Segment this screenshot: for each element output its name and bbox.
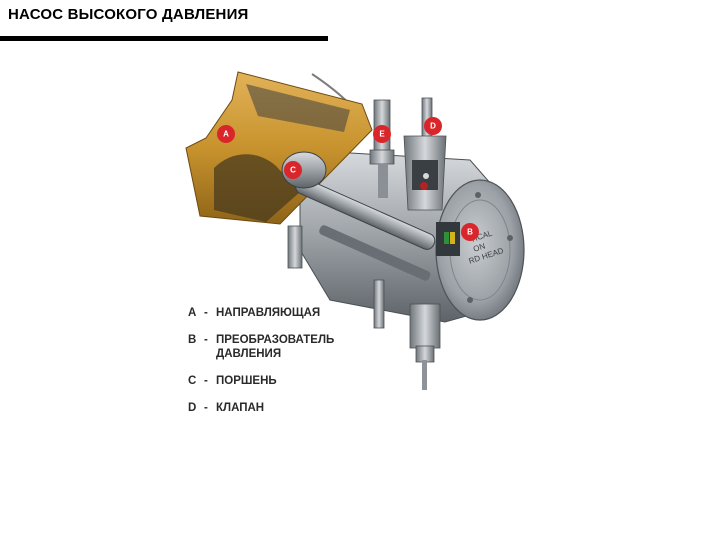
legend-separator: - xyxy=(204,306,216,320)
marker-a: A xyxy=(217,125,235,143)
legend-separator: - xyxy=(204,333,216,361)
outlet-tube xyxy=(422,360,427,390)
legend-text: ПРЕОБРАЗОВАТЕЛЬ ДАВЛЕНИЯ xyxy=(216,333,334,361)
outlet-nut xyxy=(410,304,440,348)
legend-text: КЛАПАН xyxy=(216,401,264,415)
legend-key: B xyxy=(188,333,204,361)
legend: A - НАПРАВЛЯЮЩАЯ B - ПРЕОБРАЗОВАТЕЛЬ ДАВ… xyxy=(188,306,388,428)
svg-text:A: A xyxy=(223,130,229,139)
legend-item-c: C - ПОРШЕНЬ xyxy=(188,374,388,388)
legend-item-a: A - НАПРАВЛЯЮЩАЯ xyxy=(188,306,388,320)
check-ball xyxy=(420,182,428,190)
svg-text:C: C xyxy=(290,166,296,175)
marker-b: B xyxy=(461,223,479,241)
marker-e: E xyxy=(373,125,391,143)
legend-item-d: D - КЛАПАН xyxy=(188,401,388,415)
svg-text:E: E xyxy=(379,130,385,139)
head-bolt xyxy=(467,297,473,303)
marker-d: D xyxy=(424,117,442,135)
marker-c: C xyxy=(284,161,302,179)
legend-key: A xyxy=(188,306,204,320)
legend-separator: - xyxy=(204,374,216,388)
svg-text:B: B xyxy=(467,228,473,237)
legend-text: НАПРАВЛЯЮЩАЯ xyxy=(216,306,320,320)
legend-key: D xyxy=(188,401,204,415)
head-bolt xyxy=(507,235,513,241)
svg-text:D: D xyxy=(430,122,436,131)
legend-item-b: B - ПРЕОБРАЗОВАТЕЛЬ ДАВЛЕНИЯ xyxy=(188,333,388,361)
legend-text: ПОРШЕНЬ xyxy=(216,374,277,388)
legend-key: C xyxy=(188,374,204,388)
legend-separator: - xyxy=(204,401,216,415)
head-bolt xyxy=(475,192,481,198)
mount-bolt xyxy=(288,226,302,268)
